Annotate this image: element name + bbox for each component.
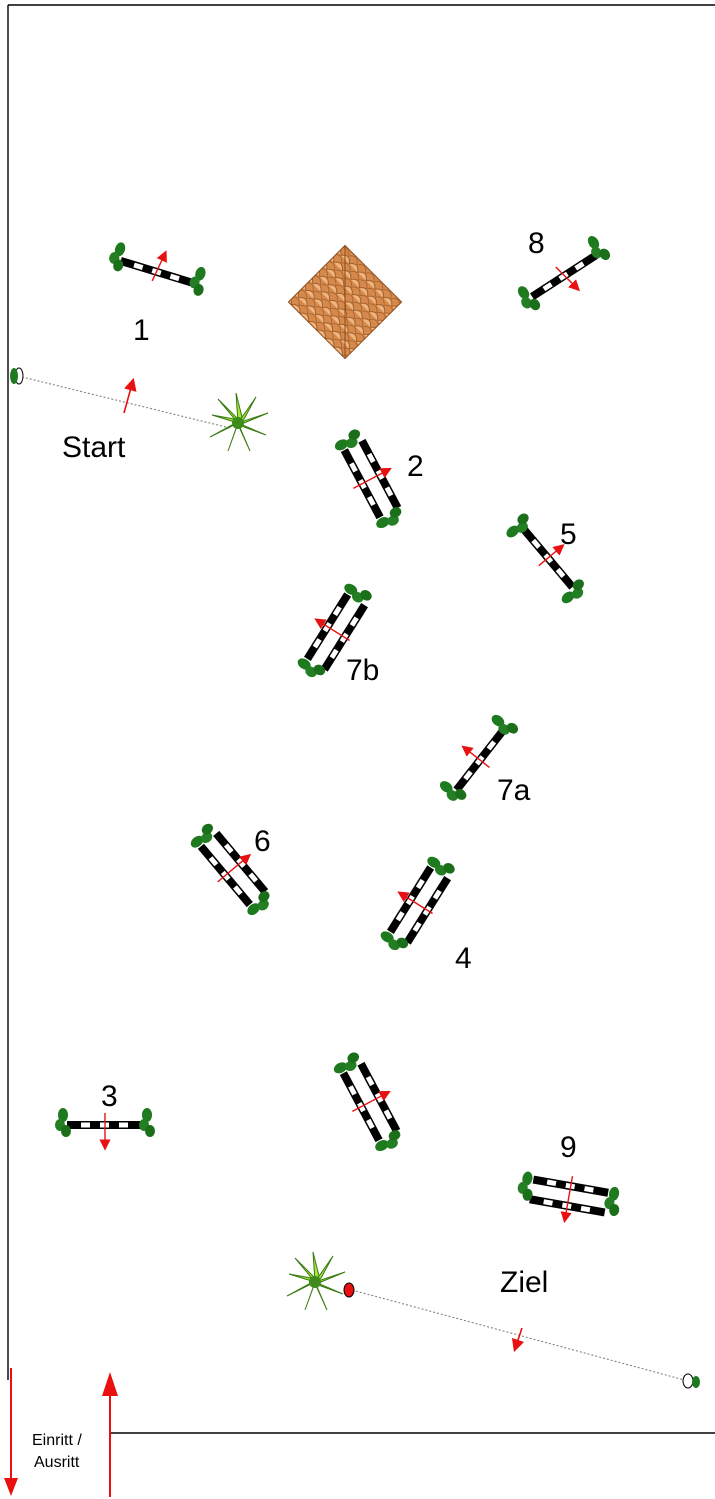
plant-icon: [286, 1251, 346, 1311]
entrance-label-line2: Ausritt: [34, 1454, 80, 1471]
finish-line: [343, 1282, 700, 1389]
water-obstacle: [287, 244, 403, 360]
fence-8-number: 8: [528, 227, 545, 260]
start-label: Start: [62, 431, 126, 464]
fence-7b: [294, 578, 374, 683]
finish-label: Ziel: [500, 1266, 548, 1299]
fence-9-number: 9: [560, 1131, 577, 1164]
plant-icon: [209, 392, 269, 452]
fence-4: [377, 851, 457, 956]
start-line: [10, 367, 231, 429]
exit-arrow: [4, 1368, 18, 1496]
fence-5: [502, 511, 590, 608]
fence-3: [55, 1108, 155, 1151]
fence-unnumbered: [330, 1050, 406, 1156]
fence-7b-number: 7b: [346, 654, 379, 687]
entrance-label-line1: Einritt /: [32, 1432, 82, 1449]
fence-2: [331, 427, 407, 533]
fence-5-number: 5: [560, 518, 577, 551]
fence-1-number: 1: [133, 314, 150, 347]
fence-8: [513, 232, 613, 316]
fence-4-number: 4: [455, 942, 472, 975]
fence-7a-number: 7a: [497, 774, 531, 807]
fence-1: [105, 240, 211, 298]
fence-6-number: 6: [254, 825, 271, 858]
fence-9: [515, 1170, 624, 1224]
fence-2-number: 2: [407, 450, 424, 483]
fence-6: [186, 821, 276, 920]
fence-7a: [435, 710, 521, 807]
entry-arrow: [102, 1372, 118, 1497]
fence-3-number: 3: [101, 1080, 118, 1113]
